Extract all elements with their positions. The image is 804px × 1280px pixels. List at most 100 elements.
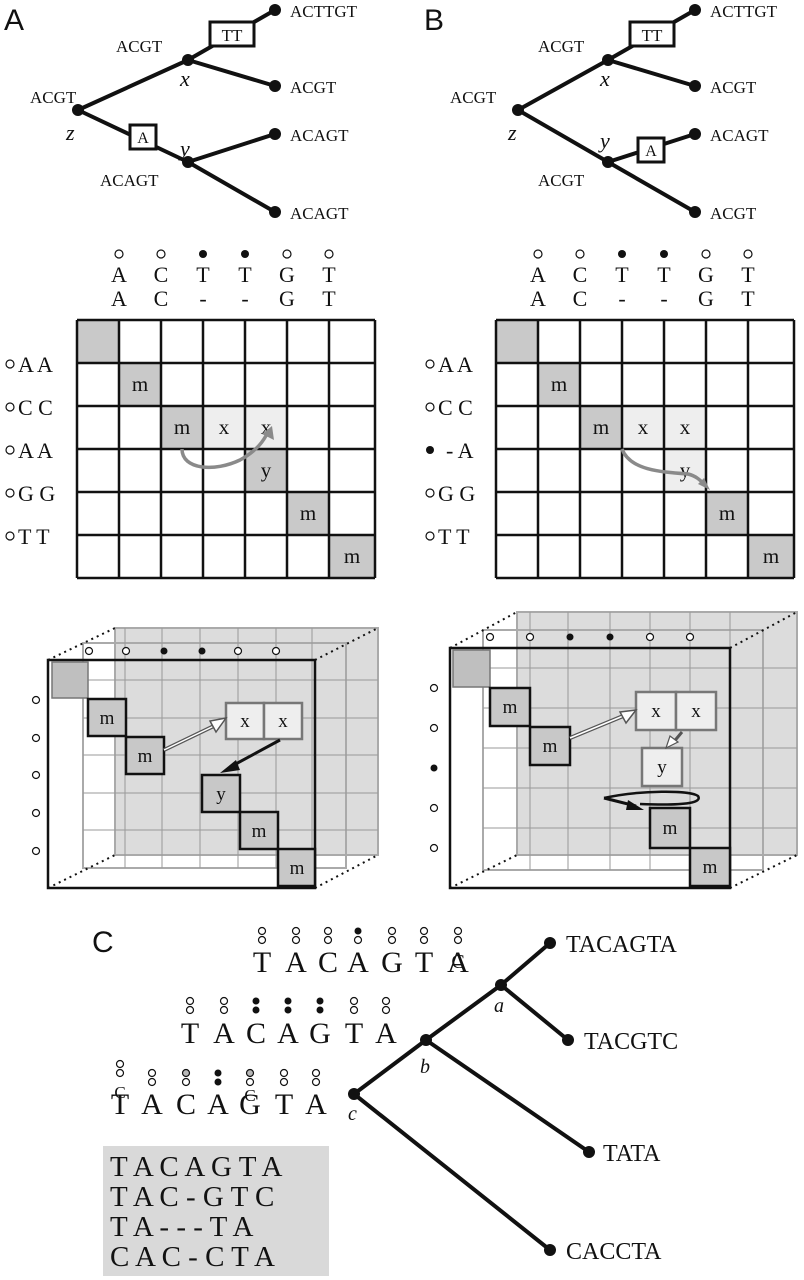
cube-cell-label: m [663, 818, 678, 839]
tree-node-c [348, 1088, 360, 1100]
leaf-seq: ACTTGT [290, 2, 358, 21]
leaf-seq: ACGT [710, 78, 757, 97]
panel-a: A TT A ACGT ACGT ACAGT z x y ACT [4, 2, 358, 223]
col-label-top: T [322, 262, 336, 287]
cube-top-mark [685, 632, 695, 642]
insertion-box [636, 136, 666, 164]
col-mark [575, 249, 585, 259]
col-mark [660, 250, 668, 258]
node-name-x: x [179, 66, 190, 91]
cube-cell-start [51, 661, 89, 699]
col-label-top: T [238, 262, 252, 287]
row-label: G G [18, 481, 55, 506]
cube-cell-x [674, 690, 718, 732]
row-mark [425, 531, 435, 541]
seq-alt-letter: C [114, 1083, 125, 1102]
cube-left-mark [430, 764, 438, 772]
leaf-seq: ACAGT [290, 126, 349, 145]
seq-letter: C [318, 946, 338, 979]
seq-letter: G [309, 1017, 331, 1050]
cube-cell-label: m [100, 708, 115, 729]
row-mark [5, 531, 15, 541]
panel-b-matrix: A C T T G T A C - - G T A A C C - A G G … [425, 249, 796, 580]
dp-cell-label: m [551, 372, 567, 396]
row-mark [425, 402, 435, 412]
tree-leaf [583, 1146, 595, 1158]
leaf-seq: CACCTA [566, 1239, 662, 1265]
cube-cell-label: y [657, 757, 667, 778]
cube-top-mark [84, 646, 94, 656]
dp-cell-y [245, 449, 287, 492]
cube-cell-label: m [503, 697, 518, 718]
dp-cell-m [329, 535, 375, 578]
cube-cell-y [200, 773, 242, 814]
dp-cell-label: m [763, 544, 779, 568]
col-label-bottom: - [618, 286, 625, 311]
panel-a-matrix: A C T T G T A C - - G T A A C C A A G G … [5, 249, 377, 580]
arrow-head [262, 426, 274, 440]
col-mark [743, 249, 753, 259]
dp-cell-m [119, 363, 161, 406]
arrow-head [698, 478, 710, 490]
col-mark [701, 249, 711, 259]
col-label-top: C [154, 262, 169, 287]
cube-cell-x [262, 701, 304, 741]
dp-cell-label: m [593, 415, 609, 439]
node-seq-x: ACGT [116, 37, 163, 56]
leaf-seq: ACGT [290, 78, 337, 97]
row-label: A A [18, 438, 53, 463]
cube-top-mark [198, 647, 206, 655]
node-name-y: y [178, 136, 190, 161]
seq-letter: A [447, 946, 469, 979]
cube-arrow [231, 738, 281, 768]
insertion-box-label: A [645, 143, 657, 160]
tree-node-y [182, 156, 194, 168]
row-mark [5, 359, 15, 369]
dp-cell-label: x [219, 415, 230, 439]
node-seq-y: ACGT [538, 171, 585, 190]
row-label: T T [18, 524, 50, 549]
panel-a-label: A [4, 4, 24, 37]
arrow-head [220, 760, 240, 773]
seq-c-profile: T A C A G T A C C [111, 1059, 327, 1121]
traceback-arrow [620, 448, 706, 486]
cube-cell-m [688, 846, 732, 888]
seq-letter: A [347, 946, 369, 979]
dp-cell-m [161, 406, 203, 449]
cube-top-mark [121, 646, 131, 656]
node-seq-z: ACGT [30, 88, 77, 107]
node-name-y: y [598, 128, 610, 153]
dp-cell-x [664, 406, 706, 449]
panel-a-cube: m m x x y m m [31, 627, 379, 890]
row-mark [425, 488, 435, 498]
tree-leaf [689, 206, 701, 218]
seq-a-profile: T A C A G T A C [253, 926, 469, 979]
cube-cell-label: x [278, 711, 288, 732]
seq-letter: T [253, 946, 271, 979]
alignment-row: T A C A G T A [110, 1151, 283, 1183]
dp-cell-start [496, 320, 538, 363]
col-label-bottom: T [322, 286, 336, 311]
seq-letter: A [375, 1017, 397, 1050]
cube-left-mark [31, 808, 41, 818]
seq-b-profile: T A C A G T A [181, 996, 397, 1050]
tree-leaf [269, 4, 281, 16]
panel-b-tree: TT A ACGT ACGT ACGT z x y ACTTGT ACGT AC… [450, 2, 778, 223]
tree-leaf [269, 206, 281, 218]
seq-letter: A [305, 1088, 327, 1121]
col-label-top: T [196, 262, 210, 287]
tree-leaf [269, 128, 281, 140]
cube-cell-label: x [240, 711, 250, 732]
cube-top-mark [160, 647, 168, 655]
tree-leaf [689, 128, 701, 140]
leaf-seq: TATA [603, 1141, 661, 1167]
arrow-head [626, 800, 644, 810]
dp-cell-m [748, 535, 794, 578]
col-mark [114, 249, 124, 259]
cube-cell-m [86, 697, 128, 738]
seq-letter: T [415, 946, 433, 979]
tree-leaf [544, 1244, 556, 1256]
dp-cell-label: m [344, 544, 360, 568]
